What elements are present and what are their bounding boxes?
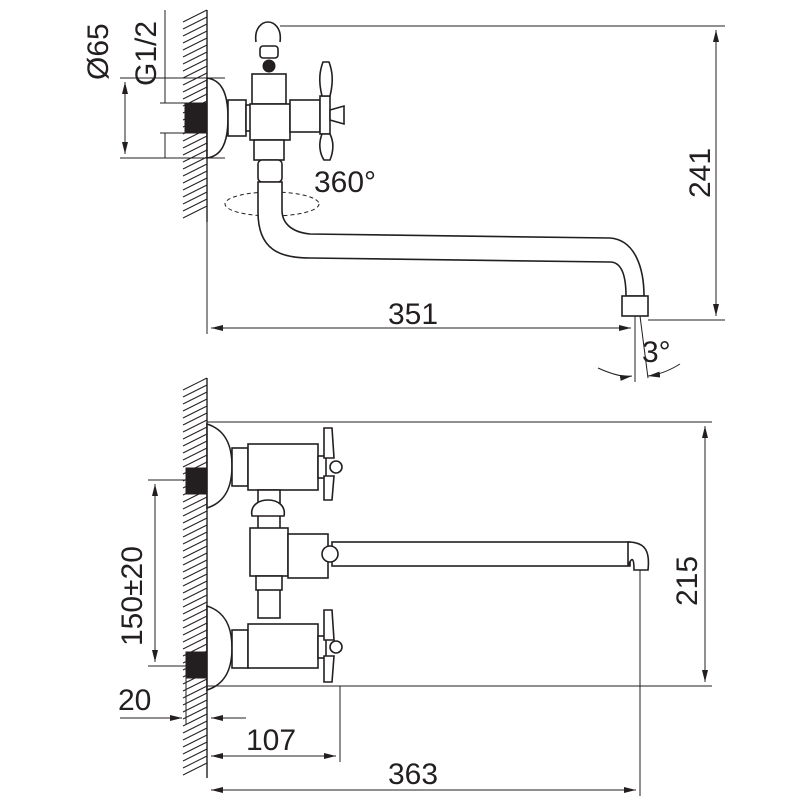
hatch-line	[182, 692, 208, 706]
hatch-line	[182, 720, 208, 734]
hatch-line	[182, 741, 208, 755]
top-wall-connector	[184, 77, 255, 159]
hatch-line	[182, 699, 208, 713]
hatch-line	[182, 622, 208, 636]
hatch-line	[182, 587, 208, 601]
thread-label: G1/2	[130, 21, 163, 86]
hatch-line	[182, 433, 208, 447]
hatch-line	[182, 9, 208, 23]
front-dimensions	[120, 421, 712, 796]
swivel-angle-label: 360°	[314, 166, 376, 199]
hatch-line	[182, 454, 208, 468]
hatch-line	[182, 755, 208, 769]
body-projection-label: 107	[246, 724, 296, 757]
hatch-line	[182, 734, 208, 748]
top-cross-handle	[318, 61, 345, 161]
hatch-line	[182, 72, 208, 86]
hatch-line	[182, 510, 208, 524]
hatch-line	[182, 156, 208, 170]
hatch-line	[182, 706, 208, 720]
hatch-line	[182, 727, 208, 741]
hatch-line	[182, 538, 208, 552]
hatch-line	[182, 135, 208, 149]
hatch-line	[182, 170, 208, 184]
wall-offset-label: 20	[118, 684, 151, 717]
front-lower-inlet	[185, 604, 343, 692]
front-wall-hatch	[182, 377, 208, 778]
hatch-line	[182, 51, 208, 65]
front-view: 150±20 20 107 363 215	[116, 377, 712, 796]
hatch-line	[182, 580, 208, 594]
front-spout	[321, 541, 650, 571]
hatch-line	[182, 65, 208, 79]
hatch-line	[182, 30, 208, 44]
hatch-line	[182, 86, 208, 100]
hatch-line	[182, 713, 208, 727]
hatch-line	[182, 552, 208, 566]
hatch-line	[182, 398, 208, 412]
hatch-line	[182, 23, 208, 37]
height-label: 241	[684, 148, 717, 198]
total-reach-label: 363	[388, 758, 438, 791]
hatch-line	[182, 531, 208, 545]
total-height-label: 215	[671, 556, 704, 606]
hatch-line	[182, 149, 208, 163]
hatch-line	[182, 142, 208, 156]
hatch-line	[182, 685, 208, 699]
hatch-line	[182, 629, 208, 643]
outlet-angle-label: 3°	[642, 336, 671, 369]
hatch-line	[182, 496, 208, 510]
hatch-line	[182, 16, 208, 30]
hatch-line	[182, 608, 208, 622]
top-view: Ø65 G1/2 360° 351 241 3°	[82, 9, 725, 382]
hatch-line	[182, 419, 208, 433]
top-mixer-body	[249, 21, 321, 183]
hatch-line	[182, 601, 208, 615]
spout-reach-label: 351	[388, 298, 438, 331]
hatch-line	[182, 503, 208, 517]
hatch-line	[182, 615, 208, 629]
hatch-line	[182, 384, 208, 398]
hatch-line	[182, 440, 208, 454]
hatch-line	[182, 377, 208, 391]
hatch-line	[182, 573, 208, 587]
hatch-line	[182, 58, 208, 72]
hatch-line	[182, 198, 208, 212]
hatch-line	[182, 594, 208, 608]
top-dimensions	[120, 10, 725, 382]
hatch-line	[182, 79, 208, 93]
hatch-line	[182, 163, 208, 177]
hatch-line	[182, 748, 208, 762]
front-upper-inlet	[185, 422, 343, 510]
top-spout	[257, 181, 645, 297]
hatch-line	[182, 517, 208, 531]
hatch-line	[182, 566, 208, 580]
inlet-spacing-label: 150±20	[116, 546, 149, 646]
top-aerator	[621, 295, 649, 317]
hatch-line	[182, 447, 208, 461]
hatch-line	[182, 426, 208, 440]
hatch-line	[182, 391, 208, 405]
hatch-line	[182, 37, 208, 51]
front-central-body	[249, 489, 329, 619]
hatch-line	[182, 405, 208, 419]
hatch-line	[182, 524, 208, 538]
hatch-line	[182, 177, 208, 191]
hatch-line	[182, 205, 208, 219]
flange-diameter-label: Ø65	[82, 23, 115, 80]
hatch-line	[182, 559, 208, 573]
hatch-line	[182, 762, 208, 776]
hatch-line	[182, 545, 208, 559]
hatch-line	[182, 678, 208, 692]
hatch-line	[182, 44, 208, 58]
hatch-line	[182, 191, 208, 205]
hatch-line	[182, 412, 208, 426]
hatch-line	[182, 636, 208, 650]
hatch-line	[182, 184, 208, 198]
